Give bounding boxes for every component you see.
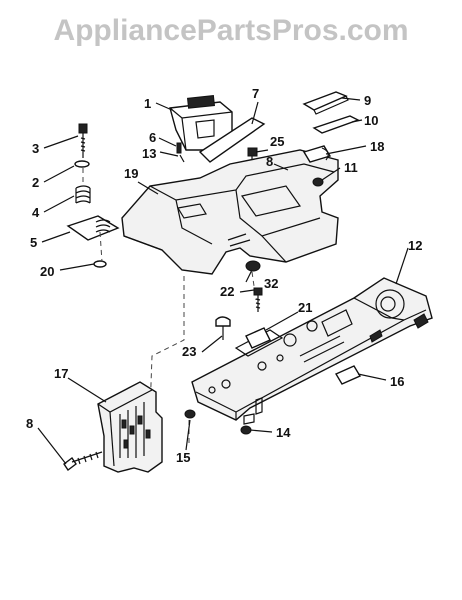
watermark-logo: AppliancePartsPros.com	[53, 14, 409, 47]
callout-32: 32	[264, 276, 278, 291]
part-2-washer	[74, 160, 90, 168]
part-4-spring	[75, 185, 91, 204]
callout-22: 22	[220, 284, 234, 299]
alignment-line	[99, 231, 103, 263]
part-19-body-panel	[121, 149, 339, 275]
part-10-strip	[312, 115, 360, 134]
callout-13: 13	[142, 146, 156, 161]
callout-8-upper: 8	[266, 154, 273, 169]
part-22-bolt	[253, 287, 263, 312]
callout-9: 9	[364, 93, 371, 108]
callout-23: 23	[182, 344, 196, 359]
part-32-nut	[245, 260, 261, 272]
callout-14: 14	[276, 425, 291, 440]
part-20-washer	[93, 260, 107, 268]
part-12-frame	[191, 277, 433, 425]
part-14-nut	[240, 425, 252, 435]
callout-5: 5	[30, 235, 37, 250]
alignment-line	[149, 276, 185, 413]
callout-12: 12	[408, 238, 422, 253]
callout-20: 20	[40, 264, 54, 279]
part-11-nut	[312, 177, 324, 187]
part-9-bracket	[302, 91, 348, 111]
part-18-clip	[302, 145, 332, 163]
part-17-rear-plate	[97, 381, 163, 473]
leader-lines	[37, 97, 409, 465]
part-15-nut	[184, 409, 196, 419]
part-5-bracket	[66, 215, 120, 241]
callout-3: 3	[32, 141, 39, 156]
callout-4: 4	[32, 205, 40, 220]
part-8-bolt-lower	[63, 451, 103, 472]
callout-15: 15	[176, 450, 190, 465]
part-7-plate	[198, 117, 266, 163]
callout-18: 18	[370, 139, 384, 154]
callout-8-lower: 8	[26, 416, 33, 431]
part-6-clip	[176, 142, 182, 154]
part-21-bracket	[245, 327, 271, 349]
callout-10: 10	[364, 113, 378, 128]
alignment-line	[251, 271, 257, 301]
callout-7: 7	[252, 86, 259, 101]
part-13-pin	[179, 154, 185, 163]
callout-25: 25	[270, 134, 284, 149]
callout-2: 2	[32, 175, 39, 190]
part-3-bolt	[78, 123, 88, 158]
callout-1: 1	[144, 96, 151, 111]
part-23-bolt	[215, 316, 231, 340]
part-16-bracket	[334, 365, 362, 385]
callout-16: 16	[390, 374, 404, 389]
callout-17: 17	[54, 366, 68, 381]
callout-21: 21	[298, 300, 312, 315]
callout-11: 11	[344, 160, 358, 175]
callout-19: 19	[124, 166, 138, 181]
callout-6: 6	[149, 130, 156, 145]
